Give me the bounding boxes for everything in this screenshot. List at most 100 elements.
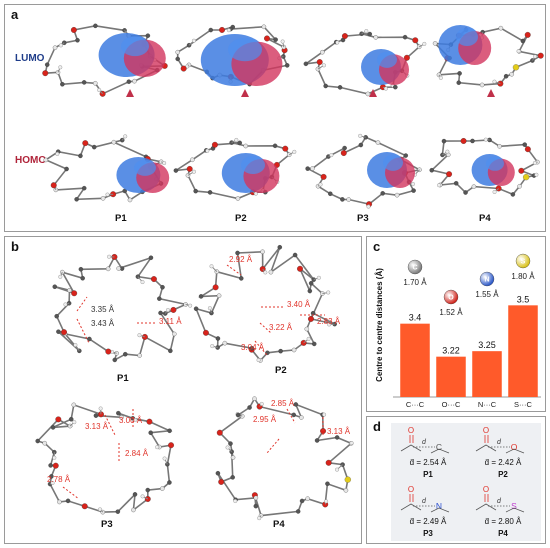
atom-sphere [190, 157, 195, 163]
atom-sphere [291, 347, 297, 353]
atom-sphere [307, 288, 313, 294]
atom-sphere [150, 276, 157, 283]
atom-sphere [403, 153, 409, 158]
atom-sphere [349, 441, 354, 445]
atom-sphere [52, 462, 59, 469]
atom-sphere [68, 416, 74, 422]
atom-sphere [50, 425, 56, 430]
atom-sphere [140, 280, 145, 285]
panel-b-mol-p4: P4 [273, 519, 285, 530]
category-label: N···C [478, 400, 497, 409]
dist-label: 3.11 Å [159, 317, 182, 326]
atom-sphere [235, 196, 241, 201]
bar-2 [472, 351, 502, 397]
atom-sphere [202, 329, 209, 336]
bar-3 [508, 305, 538, 397]
atom-sphere [239, 276, 244, 281]
panel-b: b 3.11 Å 3.35 Å 3.43 Å 2.92 Å 3.40 Å 2.8… [4, 236, 362, 544]
atom-sphere [518, 167, 525, 174]
atom-sphere [207, 190, 213, 195]
partner-atom: S [511, 501, 517, 511]
distance-symbol: d [422, 498, 427, 505]
dist-label: 2.83 Å [317, 317, 341, 326]
atom-sphere [112, 357, 118, 363]
atom-sphere [145, 487, 151, 493]
atom-sphere [365, 91, 371, 97]
atom-sphere [306, 336, 311, 341]
atom-sphere [273, 37, 278, 42]
atom-sphere [446, 171, 453, 178]
atom-sphere [516, 49, 521, 54]
atom-sphere [366, 204, 371, 209]
atom-sphere [524, 31, 531, 38]
atom-sphere [167, 428, 172, 434]
atom-sphere [340, 197, 345, 202]
atom-sphere [517, 184, 522, 189]
atom-sphere [316, 59, 323, 66]
atom-sphere [460, 138, 467, 144]
atom-sphere [327, 322, 332, 327]
atom-symbol: S [521, 259, 526, 266]
dist-label: 3.13 Å [327, 427, 351, 436]
atom-sphere [80, 275, 85, 281]
atom-sphere [235, 250, 240, 256]
atom-sphere [358, 142, 364, 148]
mean-distance: d̄ = 2.42 Å [485, 458, 522, 467]
atom-sphere [186, 165, 193, 172]
atom-sphere [432, 41, 438, 46]
atom-sphere [42, 440, 48, 446]
atom-sphere [98, 406, 103, 411]
bar-0 [400, 323, 430, 397]
distance-symbol: d [497, 498, 502, 505]
atom-sphere [70, 27, 77, 33]
atom-sphere [479, 82, 485, 88]
atom-sphere [207, 306, 212, 311]
dist-label: 3.00 Å [119, 416, 143, 425]
atom-sphere [463, 190, 468, 195]
atom-sphere [247, 405, 252, 410]
atom-sphere [253, 495, 259, 501]
atom-sphere [42, 70, 49, 77]
dist-label: 2.95 Å [253, 415, 277, 424]
atom-sphere [410, 182, 415, 186]
atom-sphere [394, 192, 400, 198]
atom-sphere [216, 429, 223, 436]
panel-b-mol-p2: P2 [275, 365, 287, 376]
atom-sphere [191, 169, 196, 174]
atom-sphere [127, 197, 133, 203]
atom-sphere [261, 24, 267, 30]
atom-sphere [52, 45, 58, 50]
dist-label: 2.85 Å [271, 399, 295, 408]
atom-sphere [211, 141, 218, 148]
atom-sphere [259, 401, 264, 406]
atom-sphere [193, 306, 199, 311]
partner-atom: C [436, 442, 442, 452]
atom-sphere [537, 52, 544, 59]
atom-sphere [107, 254, 112, 259]
atom-sphere [411, 188, 416, 193]
atom-sphere [219, 26, 225, 33]
atom-sphere [105, 266, 111, 272]
atom-sphere [308, 281, 314, 286]
atom-sphere [334, 435, 340, 440]
atom-sphere [272, 143, 278, 149]
atom-sphere [422, 41, 427, 46]
atom-sphere [299, 415, 304, 420]
atom-sphere [137, 353, 142, 358]
structure-graphics [35, 244, 354, 521]
atom-sphere [160, 486, 165, 491]
atom-sphere [140, 494, 145, 499]
atom-sphere [97, 88, 102, 93]
atom-sphere [233, 499, 238, 503]
atom-sphere [257, 516, 262, 521]
atom-sphere [55, 151, 60, 156]
orbital-lobe-blue [241, 156, 265, 174]
atom-sphere [341, 33, 348, 40]
atom-sphere [335, 40, 340, 45]
atom-sphere [445, 149, 450, 154]
atom-sphere [57, 499, 62, 505]
atom-sphere [114, 351, 119, 356]
atom-sphere [78, 153, 83, 159]
